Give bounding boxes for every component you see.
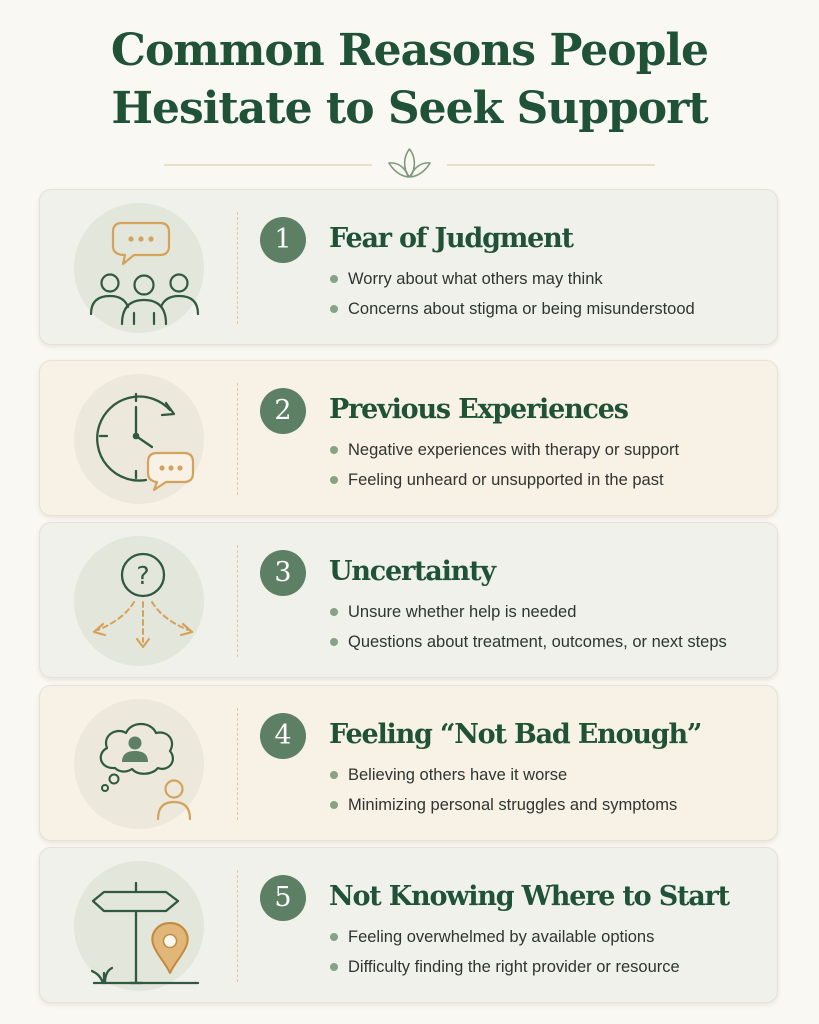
page-title-line-1: Common Reasons People bbox=[110, 25, 709, 76]
reason-heading: Not Knowing Where to Start bbox=[329, 881, 730, 912]
vertical-divider bbox=[237, 708, 238, 820]
reason-card-4: 4 Feeling “Not Bad Enough” Believing oth… bbox=[39, 685, 778, 841]
page-title: Common Reasons People Hesitate to Seek S… bbox=[0, 22, 819, 138]
svg-text:?: ? bbox=[136, 561, 149, 590]
reason-bullet-list: Unsure whether help is needed Questions … bbox=[330, 597, 727, 657]
bullet-text: Worry about what others may think bbox=[348, 270, 603, 288]
bullet-text: Difficulty finding the right provider or… bbox=[348, 958, 680, 976]
vertical-divider bbox=[237, 545, 238, 657]
bullet-item: Questions about treatment, outcomes, or … bbox=[330, 627, 727, 657]
icon-circle bbox=[74, 699, 204, 829]
reason-number-badge: 2 bbox=[260, 388, 306, 434]
bullet-dot-icon bbox=[330, 446, 338, 454]
bullet-text: Believing others have it worse bbox=[348, 766, 568, 784]
signpost-location-pin-icon bbox=[90, 881, 200, 985]
bullet-item: Feeling overwhelmed by available options bbox=[330, 922, 680, 952]
bullet-text: Questions about treatment, outcomes, or … bbox=[348, 633, 727, 651]
bullet-item: Difficulty finding the right provider or… bbox=[330, 952, 680, 982]
reason-heading: Previous Experiences bbox=[329, 394, 629, 425]
bullet-dot-icon bbox=[330, 638, 338, 646]
leaf-sprig-icon bbox=[388, 148, 431, 178]
bullet-dot-icon bbox=[330, 771, 338, 779]
bullet-dot-icon bbox=[330, 801, 338, 809]
bullet-text: Feeling unheard or unsupported in the pa… bbox=[348, 471, 664, 489]
question-arrows-icon: ? bbox=[92, 552, 194, 649]
reason-number-badge: 1 bbox=[260, 217, 306, 263]
reason-heading: Uncertainty bbox=[329, 556, 496, 587]
reason-bullet-list: Feeling overwhelmed by available options… bbox=[330, 922, 680, 982]
icon-circle: ? bbox=[74, 536, 204, 666]
reason-card-3: ? 3 Uncertainty Unsure whether help is n… bbox=[39, 522, 778, 678]
bullet-item: Believing others have it worse bbox=[330, 760, 677, 790]
bullet-text: Negative experiences with therapy or sup… bbox=[348, 441, 680, 459]
bullet-dot-icon bbox=[330, 275, 338, 283]
vertical-divider bbox=[237, 383, 238, 495]
reason-card-1: 1 Fear of Judgment Worry about what othe… bbox=[39, 189, 778, 345]
reason-bullet-list: Believing others have it worse Minimizin… bbox=[330, 760, 677, 820]
icon-circle bbox=[74, 203, 204, 333]
bullet-item: Minimizing personal struggles and sympto… bbox=[330, 790, 677, 820]
bullet-text: Feeling overwhelmed by available options bbox=[348, 928, 655, 946]
reason-bullet-list: Worry about what others may think Concer… bbox=[330, 264, 695, 324]
reason-card-5: 5 Not Knowing Where to Start Feeling ove… bbox=[39, 847, 778, 1003]
thought-bubble-person-icon bbox=[99, 722, 192, 821]
bullet-item: Worry about what others may think bbox=[330, 264, 695, 294]
icon-circle bbox=[74, 861, 204, 991]
bullet-text: Unsure whether help is needed bbox=[348, 603, 577, 621]
bullet-dot-icon bbox=[330, 305, 338, 313]
bullet-dot-icon bbox=[330, 476, 338, 484]
title-divider bbox=[164, 148, 655, 178]
reason-bullet-list: Negative experiences with therapy or sup… bbox=[330, 435, 679, 495]
icon-circle bbox=[74, 374, 204, 504]
reason-heading: Feeling “Not Bad Enough” bbox=[329, 719, 702, 750]
bullet-item: Negative experiences with therapy or sup… bbox=[330, 435, 679, 465]
group-speech-bubble-icon bbox=[89, 221, 200, 326]
reason-number-badge: 5 bbox=[260, 875, 306, 921]
reason-number-badge: 3 bbox=[260, 550, 306, 596]
vertical-divider bbox=[237, 212, 238, 324]
reason-card-2: 2 Previous Experiences Negative experien… bbox=[39, 360, 778, 516]
vertical-divider bbox=[237, 870, 238, 982]
reason-number-badge: 4 bbox=[260, 713, 306, 759]
bullet-text: Minimizing personal struggles and sympto… bbox=[348, 796, 678, 814]
page-title-line-2: Hesitate to Seek Support bbox=[111, 83, 708, 134]
reason-heading: Fear of Judgment bbox=[329, 223, 574, 254]
bullet-dot-icon bbox=[330, 963, 338, 971]
clock-speech-bubble-icon bbox=[96, 392, 195, 492]
bullet-item: Concerns about stigma or being misunders… bbox=[330, 294, 695, 324]
bullet-item: Feeling unheard or unsupported in the pa… bbox=[330, 465, 679, 495]
bullet-text: Concerns about stigma or being misunders… bbox=[348, 300, 695, 318]
bullet-item: Unsure whether help is needed bbox=[330, 597, 727, 627]
bullet-dot-icon bbox=[330, 608, 338, 616]
bullet-dot-icon bbox=[330, 933, 338, 941]
